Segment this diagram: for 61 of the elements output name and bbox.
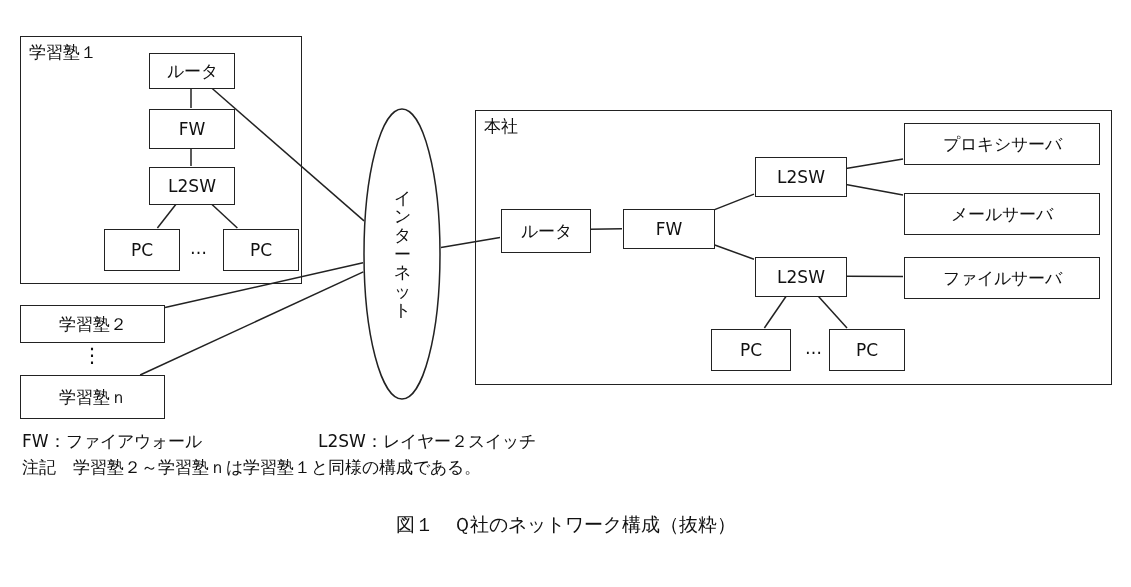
node-label: PC [249, 240, 273, 260]
figure-caption: 図１ Ｑ社のネットワーク構成（抜粋） [394, 512, 737, 537]
device-box [104, 229, 180, 271]
ellipsis: … [190, 238, 207, 258]
connector-line [139, 271, 365, 376]
device-box [20, 305, 165, 343]
device-box [501, 209, 591, 253]
node-label: インターネット [393, 188, 411, 320]
node-label: L2SW [168, 176, 216, 196]
device-box [20, 375, 165, 419]
connector-line [156, 203, 177, 229]
connector-line [190, 87, 192, 109]
connector-line [713, 193, 755, 211]
site-title: 本社 [484, 115, 518, 138]
connector-line [817, 295, 848, 329]
device-box [149, 53, 235, 89]
connector-line [164, 262, 364, 309]
device-box [711, 329, 791, 371]
connector-line [845, 275, 904, 278]
device-box [755, 257, 847, 297]
device-box [149, 109, 235, 149]
node-label: ルータ [520, 219, 572, 243]
connector-line [845, 158, 904, 170]
site-frame [20, 36, 302, 284]
node-label: ルータ [166, 59, 218, 83]
device-box [829, 329, 905, 371]
node-label: L2SW [777, 167, 825, 187]
ellipsis: … [805, 338, 822, 358]
node-label: PC [739, 340, 763, 360]
connector-line [713, 244, 755, 260]
device-box [623, 209, 715, 249]
node-label: ファイルサーバ [942, 266, 1062, 290]
connector-line [845, 183, 904, 196]
device-box [904, 123, 1100, 165]
site-frame [475, 110, 1112, 385]
note-text: 注記 学習塾２～学習塾ｎは学習塾１と同様の構成である。 [22, 456, 481, 479]
node-label: 学習塾ｎ [58, 385, 127, 409]
node-label: PC [130, 240, 154, 260]
node-label: FW [178, 119, 206, 139]
connector-line [589, 228, 623, 230]
connector-line [190, 147, 192, 167]
device-box [904, 193, 1100, 235]
device-box [149, 167, 235, 205]
connector-line [210, 203, 239, 229]
device-box [904, 257, 1100, 299]
node-label: FW [655, 219, 683, 239]
connector-line [440, 236, 501, 249]
connector-line [210, 87, 365, 222]
site-title: 学習塾１ [29, 41, 97, 64]
node-label: 学習塾２ [58, 312, 127, 336]
note-text: FW：ファイアウォール [22, 430, 202, 453]
note-text: L2SW：レイヤー２スイッチ [318, 430, 536, 453]
device-box [223, 229, 299, 271]
ellipsis: ⋮ [82, 343, 102, 367]
node-label: L2SW [777, 267, 825, 287]
node-label: メールサーバ [951, 202, 1053, 226]
device-box [755, 157, 847, 197]
network-ellipse [363, 108, 441, 400]
connector-line [763, 295, 788, 329]
node-label: PC [855, 340, 879, 360]
node-label: プロキシサーバ [942, 132, 1062, 156]
